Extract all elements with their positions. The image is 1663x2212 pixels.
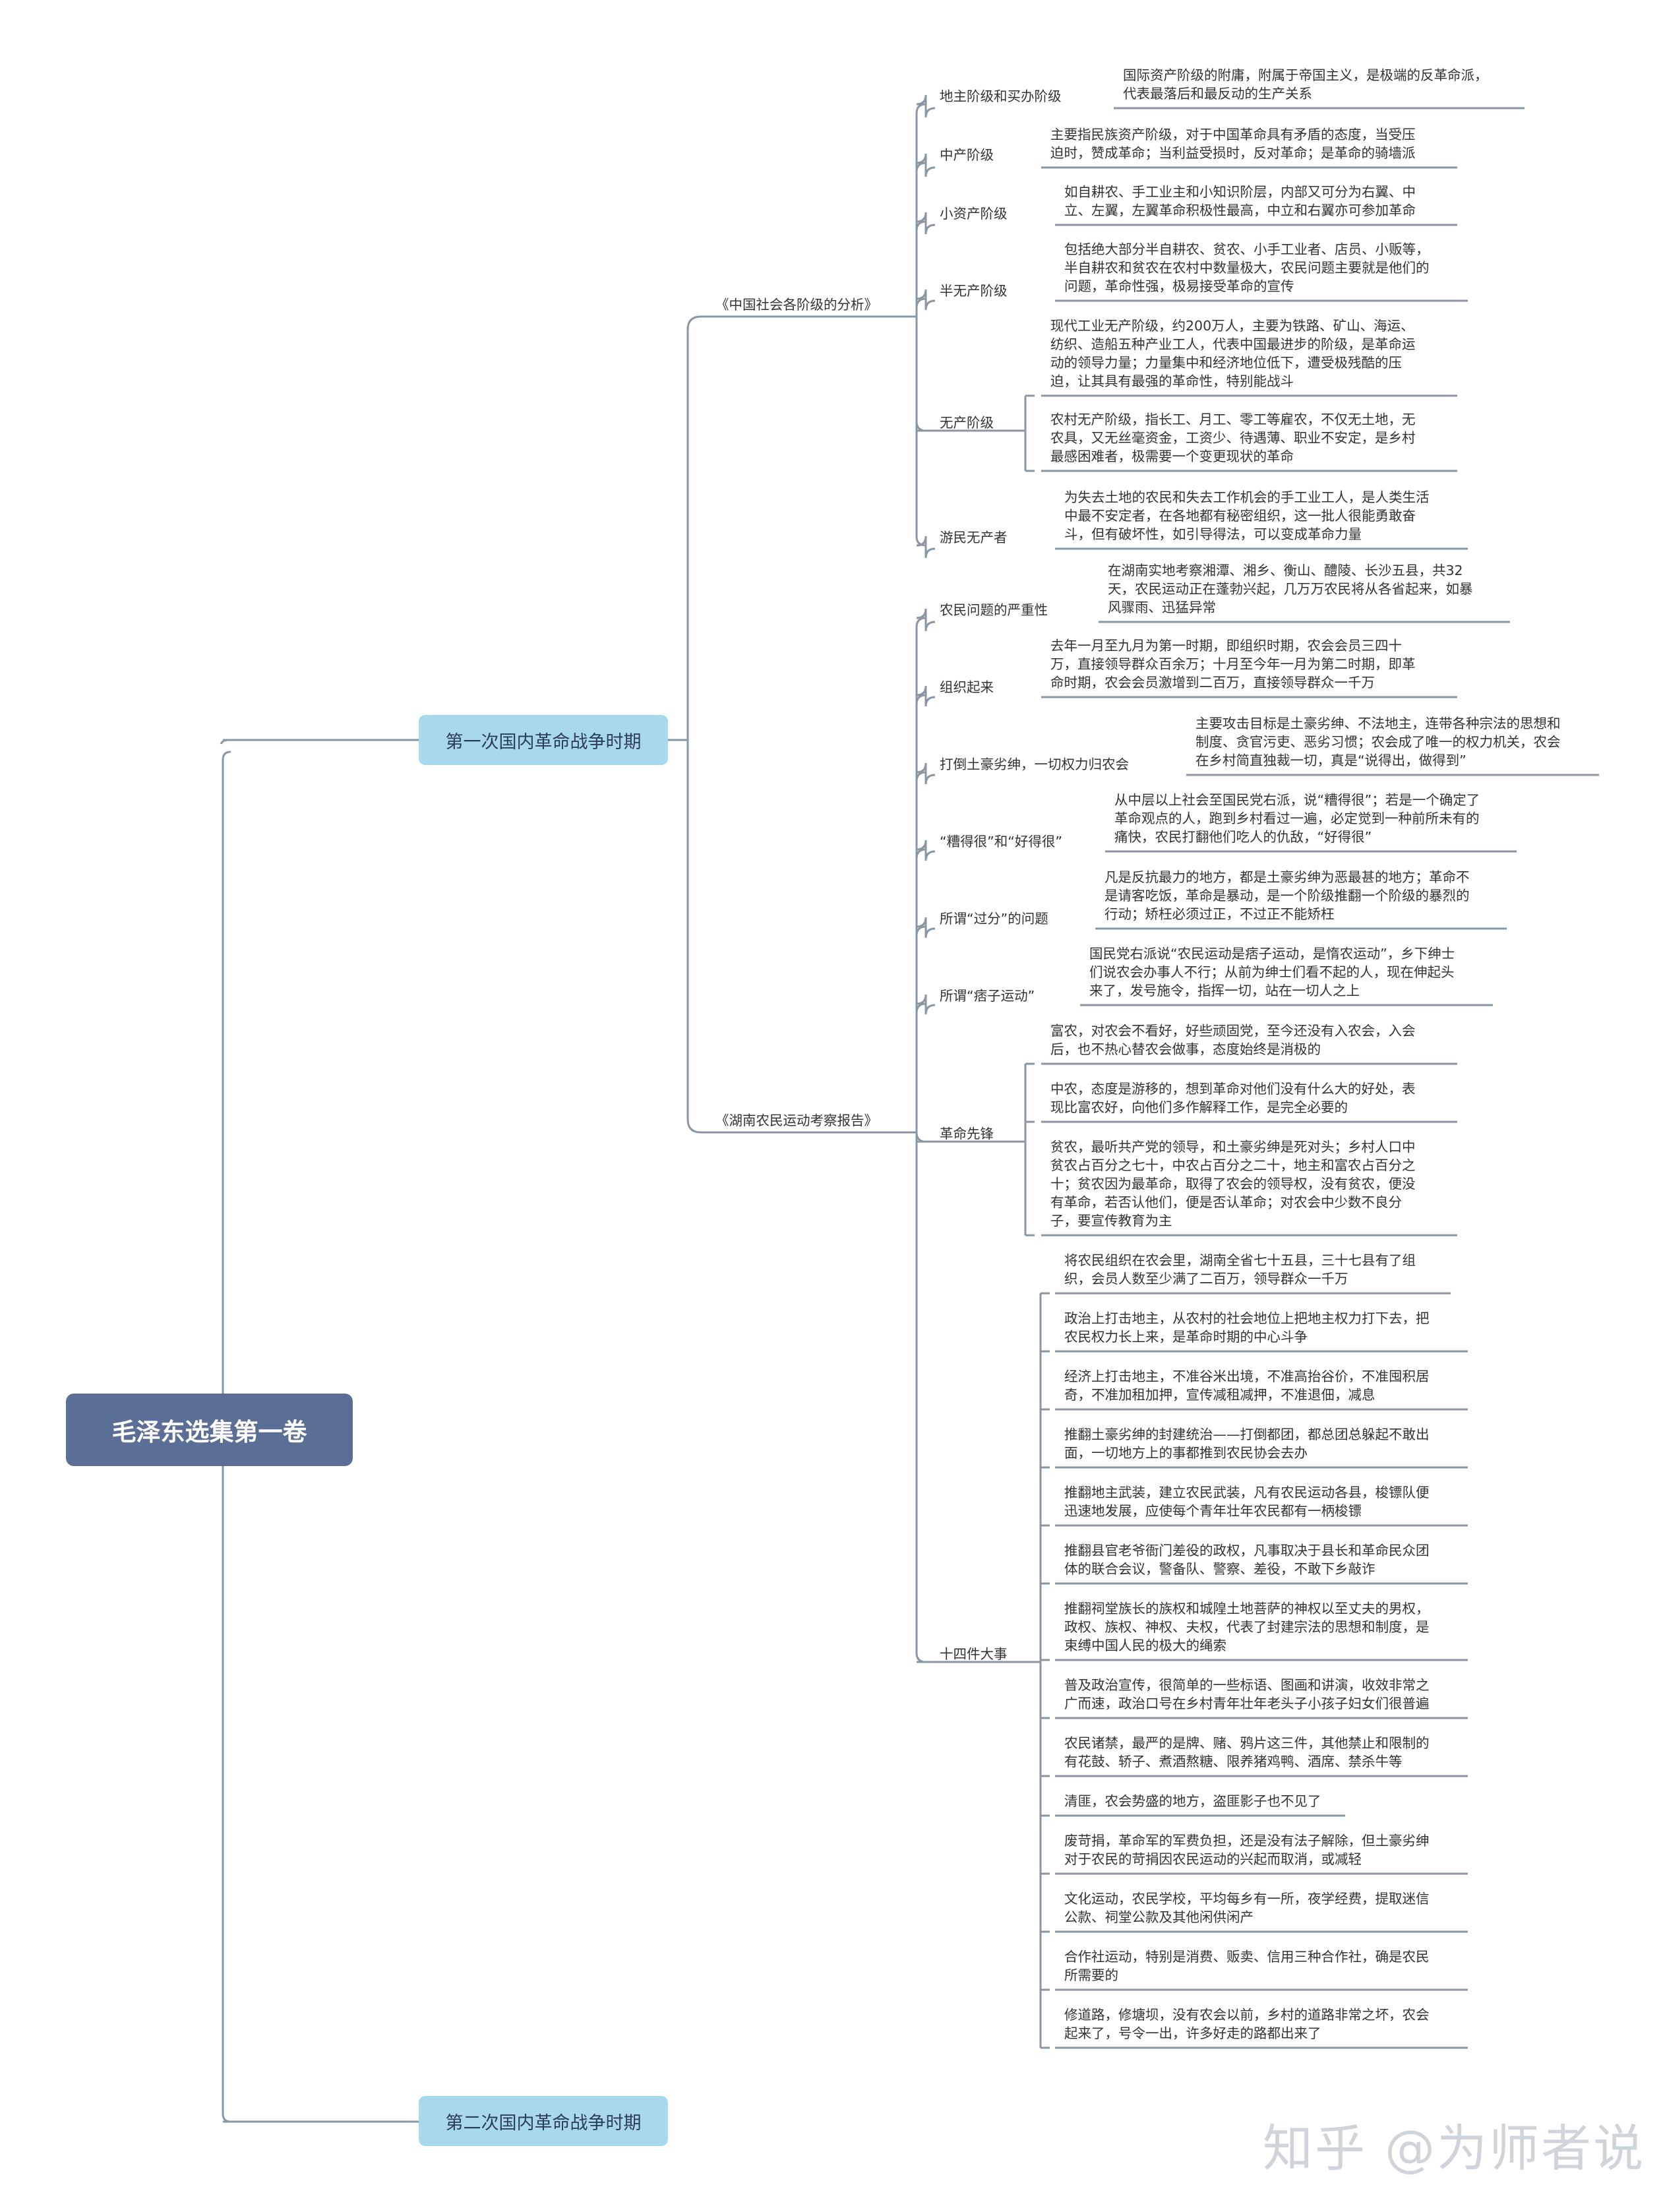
- hunan-label-4[interactable]: 所谓“过分”的问题: [940, 911, 1048, 927]
- period-curve-1: [220, 739, 229, 745]
- class-label-1[interactable]: 中产阶级: [940, 147, 994, 163]
- class-curve-4: [915, 421, 926, 432]
- class-leaf-0-0: 国际资产阶级的附庸，附属于帝国主义，是极端的反革命派， 代表最落后和最反动的生产…: [1123, 67, 1488, 102]
- class-leaf-3-0: 包括绝大部分半自耕农、贫农、小手工业者、店员、小贩等， 半自耕农和贫农在农村中数…: [1064, 241, 1430, 294]
- hunan-leaf-7-12: 合作社运动，特别是消费、贩卖、信用三种合作社，确是农民 所需要的: [1064, 1949, 1430, 1983]
- hunan-curve-5: [915, 1002, 926, 1014]
- hunan-curve-7: [915, 1652, 926, 1663]
- hunan-leaf-7-13: 修道路，修塘坝，没有农会以前，乡村的道路非常之坏，农会 起来了，号令一出，许多好…: [1064, 2007, 1430, 2041]
- class-leaf-4-1: 农村无产阶级，指长工、月工、零工等雇农，不仅无土地，无 农具，又无丝毫资金，工资…: [1050, 412, 1416, 464]
- hunan-curve-4: [915, 925, 926, 937]
- hunan-leaf-6-2: 贫农，最听共产党的领导，和土豪劣绅是死对头；乡村人口中 贫农占百分之七十，中农占…: [1050, 1139, 1416, 1229]
- hunan-leaf-7-10: 废苛捐，革命军的军费负担，还是没有法子解除，但土豪劣绅 对于农民的苛捐因农民运动…: [1064, 1833, 1430, 1867]
- class-label-3[interactable]: 半无产阶级: [940, 283, 1008, 299]
- class-curve-1: [915, 162, 926, 173]
- hunan-leaf-connector-0: [916, 608, 936, 632]
- hunan-leaf-7-7: 普及政治宣传，很简单的一些标语、图画和讲演，收效非常之 广而速，政治口号在乡村青…: [1064, 1677, 1430, 1711]
- class-leaf-2-0: 如自耕农、手工业主和小知识阶层，内部又可分为右翼、中 立、左翼，左翼革命积极性最…: [1064, 184, 1416, 218]
- class-label-4[interactable]: 无产阶级: [940, 415, 994, 431]
- hunan-leaf-7-0: 将农民组织在农会里，湖南全省七十五县，三十七县有了组 织，会员人数至少满了二百万…: [1064, 1252, 1416, 1287]
- hunan-curve-6: [915, 1132, 926, 1143]
- class-leaf-1-0: 主要指民族资产阶级，对于中国革命具有矛盾的态度，当受压 迫时，赞成革命；当利益受…: [1050, 127, 1416, 161]
- hunan-leaf-4-0: 凡是反抗最力的地方，都是土豪劣绅为恶最甚的地方；革命不 是请客吃饭，革命是暴动，…: [1104, 869, 1470, 922]
- hunan-leaf-0-0: 在湖南实地考察湘潭、湘乡、衡山、醴陵、长沙五县，共32 天，农民运动正在蓬勃兴起…: [1108, 563, 1473, 615]
- class-curve-3: [915, 297, 926, 309]
- class-leaf-connector-0: [916, 94, 936, 118]
- root-topic[interactable]: 毛泽东选集第一卷: [66, 1394, 353, 1466]
- hunan-leaf-3-0: 从中层以上社会至国民党右派，说“糟得很”；若是一个确定了 革命观点的人，跑到乡村…: [1114, 792, 1480, 845]
- hunan-leaf-7-3: 推翻土豪劣绅的封建统治——打倒都团，都总团总躲起不敢出 面，一切地方上的事都推到…: [1064, 1427, 1430, 1461]
- hunan-leaf-7-4: 推翻地主武装，建立农民武装，凡有农民运动各县，梭镖队便 迅速地发展，应使每个青年…: [1064, 1485, 1430, 1519]
- book-link-1: [686, 315, 884, 330]
- class-leaf-5-0: 为失去土地的农民和失去工作机会的手工业工人，是人类生活 中最不安定者，在各地都有…: [1064, 489, 1430, 542]
- hunan-leaf-7-6: 推翻祠堂族长的族权和城隍土地菩萨的神权以至丈夫的男权， 政权、族权、神权、夫权，…: [1064, 1601, 1430, 1653]
- period-second-civil-war[interactable]: 第二次国内革命战争时期: [419, 2096, 668, 2146]
- hunan-label-1[interactable]: 组织起来: [940, 679, 994, 695]
- book-link-2: [686, 330, 884, 1134]
- class-curve-2: [915, 220, 926, 231]
- hunan-leaf-7-1: 政治上打击地主，从农村的社会地位上把地主权力打下去，把 农民权力长上来，是革命时…: [1064, 1310, 1430, 1345]
- hunan-leaf-7-11: 文化运动，农民学校，平均每乡有一所，夜学经费，提取迷信 公款、祠堂公款及其他闲供…: [1064, 1891, 1430, 1925]
- class-leaf-connector-2: [916, 212, 936, 235]
- hunan-curve-0: [915, 617, 926, 628]
- class-leaf-connector-5: [916, 536, 936, 559]
- hunan-label-6[interactable]: 革命先锋: [940, 1126, 994, 1142]
- class-curve-5: [915, 536, 926, 547]
- watermark: 知乎 @为师者说: [1263, 2119, 1646, 2178]
- hunan-curve-1: [915, 694, 926, 705]
- class-leaf-4-0: 现代工业无产阶级，约200万人，主要为铁路、矿山、海运、 纺织、造船五种产业工人…: [1050, 318, 1416, 389]
- hunan-label-5[interactable]: 所谓“痞子运动”: [940, 988, 1035, 1004]
- class-label-5[interactable]: 游民无产者: [940, 530, 1008, 545]
- hunan-leaf-connector-2: [916, 762, 936, 785]
- class-label-0[interactable]: 地主阶级和买办阶级: [940, 88, 1062, 104]
- hunan-leaf-7-8: 农民诸禁，最严的是牌、赌、鸦片这三件，其他禁止和限制的 有花鼓、轿子、煮酒熬糖、…: [1064, 1735, 1430, 1769]
- hunan-leaf-5-0: 国民党右派说“农民运动是痞子运动，是惰农运动”，乡下绅士 们说农会办事人不行；从…: [1089, 946, 1455, 998]
- hunan-leaf-7-2: 经济上打击地主，不准谷米出境，不准高抬谷价，不准囤积居 奇，不准加租加押，宣传减…: [1064, 1368, 1430, 1403]
- book-hunan-report[interactable]: 《湖南农民运动考察报告》: [715, 1113, 878, 1128]
- hunan-leaf-2-0: 主要攻击目标是土豪劣绅、不法地主，连带各种宗法的思想和 制度、贪官污吏、恶劣习惯…: [1195, 716, 1561, 768]
- period-first-civil-war[interactable]: 第一次国内革命战争时期: [419, 715, 668, 765]
- hunan-curve-3: [915, 848, 926, 859]
- class-label-2[interactable]: 小资产阶级: [940, 206, 1008, 222]
- hunan-leaf-7-5: 推翻县官老爷衙门差役的政权，凡事取决于县长和革命民众团 体的联合会议，警备队、警…: [1064, 1543, 1430, 1577]
- hunan-leaf-6-1: 中农，态度是游移的，想到革命对他们没有什么大的好处，表 现比富农好，向他们多作解…: [1050, 1081, 1416, 1115]
- book-social-classes[interactable]: 《中国社会各阶级的分析》: [715, 297, 878, 313]
- class-leaf-connector-1: [916, 153, 936, 177]
- hunan-leaf-7-9: 清匪，农会势盛的地方，盗匪影子也不见了: [1064, 1793, 1321, 1809]
- class-curve-0: [915, 103, 926, 114]
- hunan-label-3[interactable]: “糟得很”和“好得很”: [940, 834, 1062, 849]
- hunan-label-0[interactable]: 农民问题的严重性: [940, 602, 1048, 618]
- hunan-label-2[interactable]: 打倒土豪劣绅，一切权力归农会: [940, 756, 1129, 772]
- hunan-label-7[interactable]: 十四件大事: [940, 1646, 1008, 1662]
- hunan-leaf-1-0: 去年一月至九月为第一时期，即组织时期，农会会员三四十 万，直接领导群众百余万；十…: [1050, 638, 1416, 691]
- hunan-curve-2: [915, 771, 926, 782]
- hunan-leaf-6-0: 富农，对农会不看好，好些顽固党，至今还没有入农会，入会 后，也不热心替农会做事，…: [1050, 1023, 1416, 1057]
